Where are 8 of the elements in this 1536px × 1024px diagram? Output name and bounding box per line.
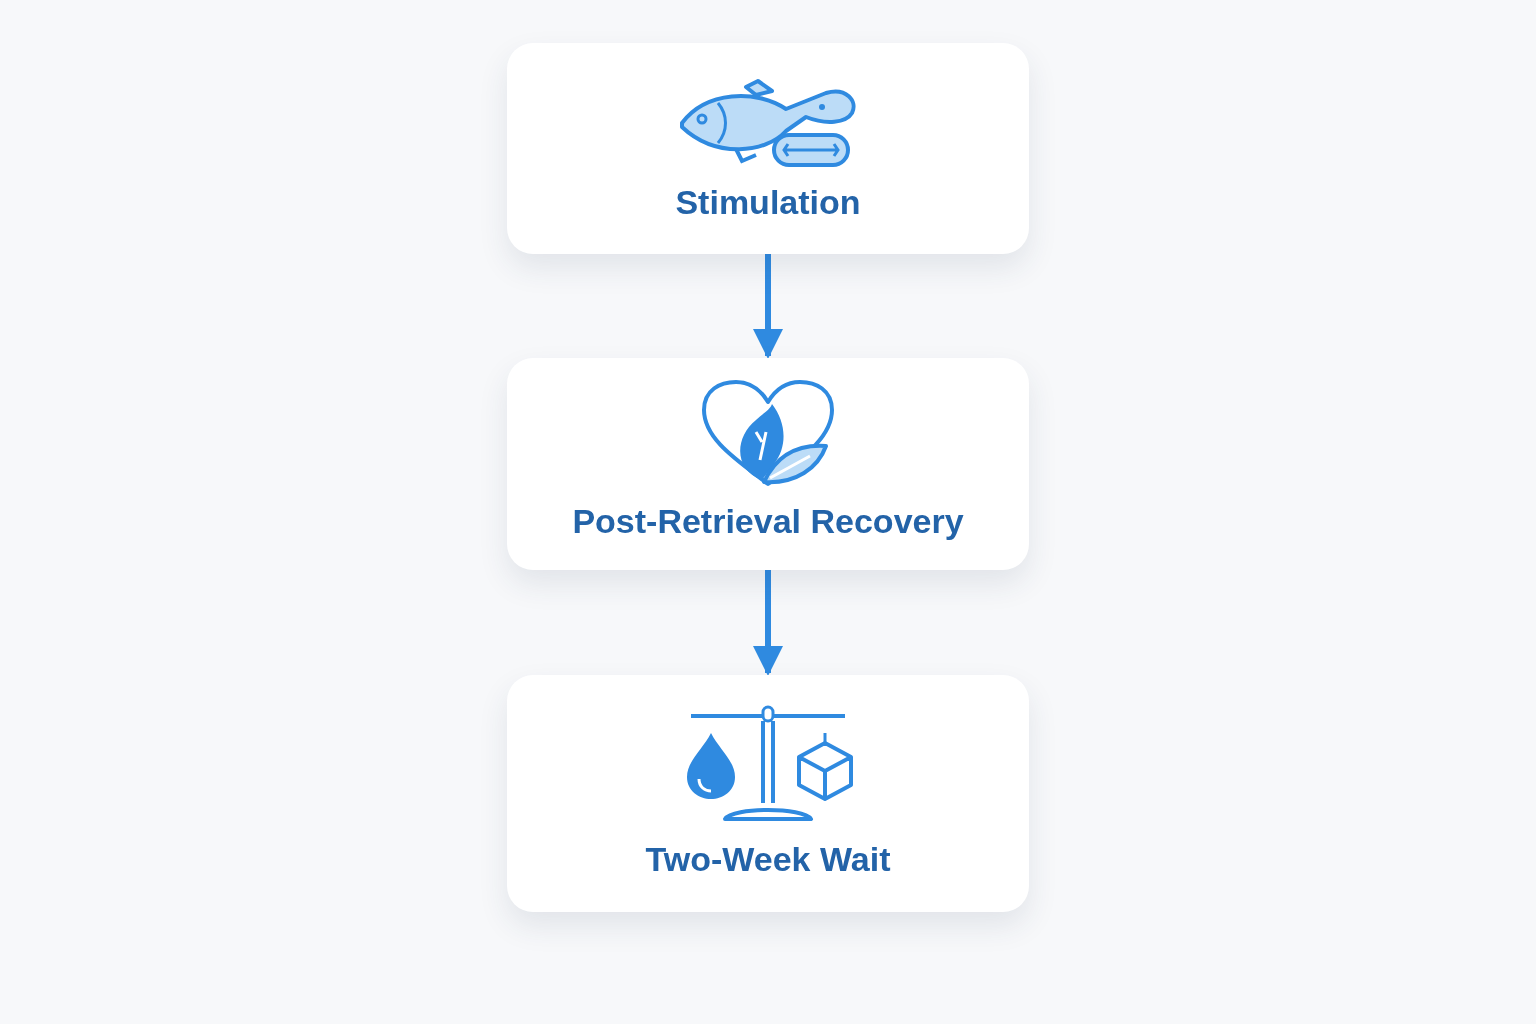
arrow — [753, 570, 783, 676]
arrow — [753, 254, 783, 359]
process-card — [507, 43, 1029, 254]
step-title: Post-Retrieval Recovery — [572, 502, 964, 541]
process-card — [507, 358, 1029, 570]
step-title: Stimulation — [675, 183, 861, 222]
process-card — [507, 675, 1029, 912]
step-title: Two-Week Wait — [645, 840, 891, 879]
